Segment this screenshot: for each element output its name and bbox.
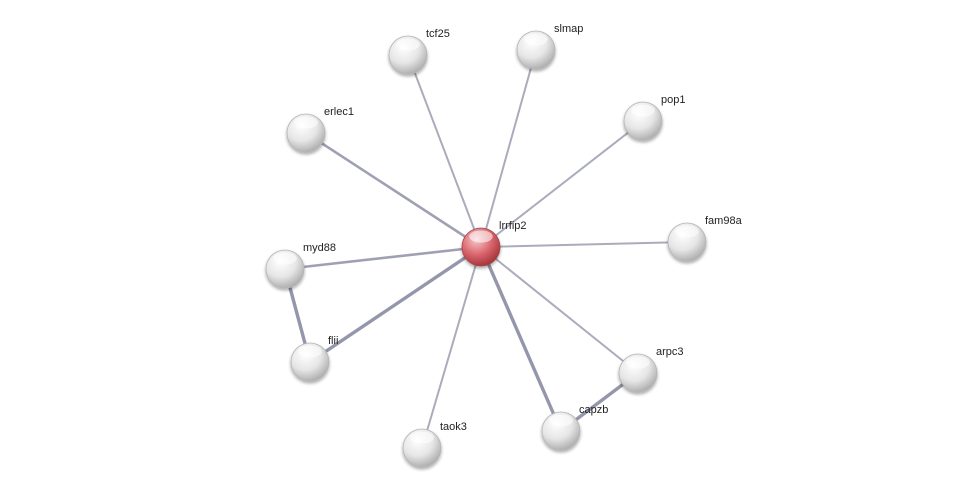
node-highlight-arpc3: [626, 356, 650, 369]
edge-lrrfip2-myd88: [283, 245, 483, 271]
node-label-pop1: pop1: [661, 94, 685, 106]
node-label-fam98a: fam98a: [705, 215, 743, 227]
node-highlight-flii: [298, 345, 322, 358]
node-highlight-myd88: [273, 252, 297, 265]
edge-lrrfip2-fam98a: [480, 241, 688, 248]
node-myd88[interactable]: myd88: [265, 242, 336, 289]
node-label-erlec1: erlec1: [324, 106, 354, 118]
node-highlight-fam98a: [675, 225, 699, 238]
node-slmap[interactable]: slmap: [516, 23, 583, 70]
node-label-capzb: capzb: [579, 404, 608, 416]
node-highlight-tcf25: [396, 38, 420, 51]
edge-lrrfip2-arpc3: [480, 246, 639, 374]
node-label-tcf25: tcf25: [426, 28, 450, 40]
nodes-layer: tcf25 slmap pop1 erlec1 fam98a myd88 flii arpc3…: [265, 23, 743, 468]
node-pop1[interactable]: pop1: [623, 94, 685, 141]
node-taok3[interactable]: taok3: [402, 421, 467, 468]
edge-lrrfip2-pop1: [480, 120, 644, 248]
node-lrrfip2[interactable]: lrrfip2: [461, 220, 527, 267]
node-erlec1[interactable]: erlec1: [286, 106, 354, 153]
edge-lrrfip2-erlec1: [304, 131, 483, 249]
node-capzb[interactable]: capzb: [541, 404, 608, 451]
edge-lrrfip2-capzb: [479, 245, 563, 433]
node-label-lrrfip2: lrrfip2: [499, 220, 527, 232]
node-highlight-capzb: [549, 414, 573, 427]
edge-lrrfip2-tcf25: [407, 54, 482, 248]
edge-lrrfip2-taok3: [421, 246, 482, 449]
node-highlight-taok3: [410, 431, 434, 444]
node-highlight-lrrfip2: [469, 230, 493, 243]
edge-lrrfip2-slmap: [480, 49, 537, 248]
node-flii[interactable]: flii: [290, 335, 338, 382]
node-label-flii: flii: [328, 335, 338, 347]
node-tcf25[interactable]: tcf25: [388, 28, 450, 75]
node-label-slmap: slmap: [554, 23, 583, 35]
edge-lrrfip2-flii: [308, 245, 483, 364]
node-arpc3[interactable]: arpc3: [618, 346, 684, 393]
node-highlight-slmap: [524, 33, 548, 46]
node-fam98a[interactable]: fam98a: [667, 215, 743, 262]
node-highlight-erlec1: [294, 116, 318, 129]
node-label-taok3: taok3: [440, 421, 467, 433]
node-highlight-pop1: [631, 104, 655, 117]
node-label-arpc3: arpc3: [656, 346, 684, 358]
node-label-myd88: myd88: [303, 242, 336, 254]
